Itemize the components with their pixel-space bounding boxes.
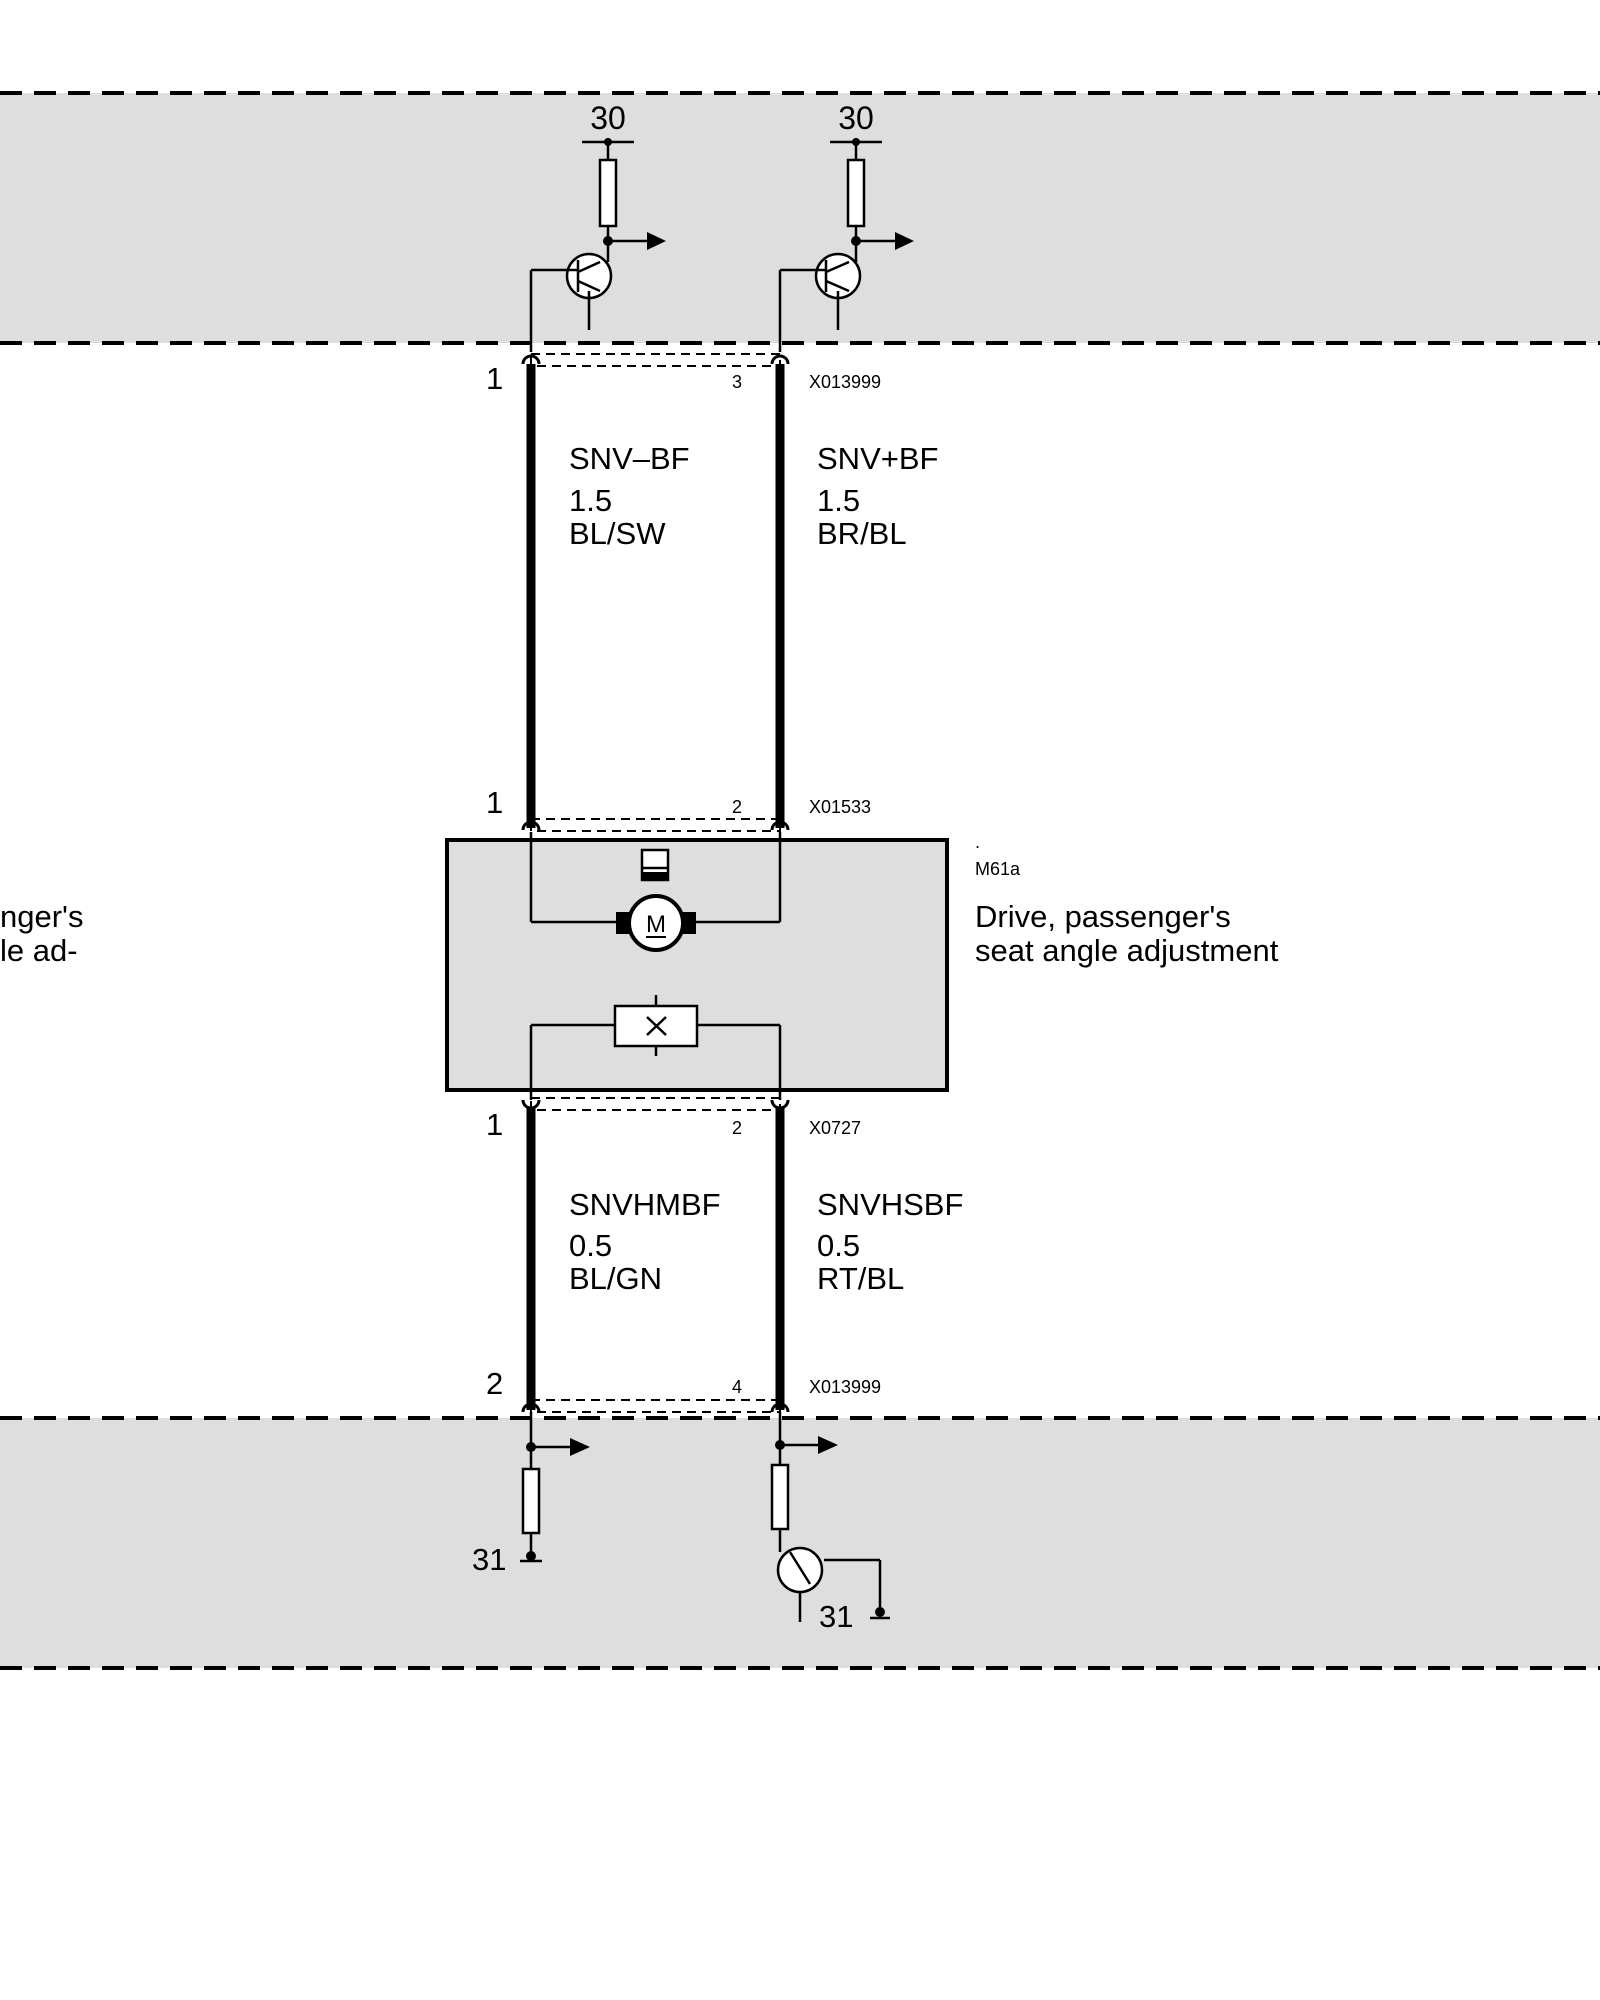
connector-bot-pin-right: 4 (732, 1377, 742, 1397)
terminal-30-right: 30 (838, 100, 874, 136)
connector-mid-pin-left: 1 (486, 785, 503, 820)
bottom-right-input-stage (770, 1412, 890, 1622)
wire-bot-right-signal: SNVHSBF (817, 1187, 963, 1222)
left-edge-text-line1: nger's (0, 899, 83, 934)
terminal-30-left: 30 (590, 100, 626, 136)
connector-mid-id: X01533 (809, 797, 871, 817)
connector-low-pin-left: 1 (486, 1107, 503, 1142)
input-arrow-icon (818, 1436, 838, 1454)
seat-angle-drive-component: M (445, 832, 949, 1100)
bottom-left-input-stage (520, 1412, 570, 1563)
wire-bot-left-gauge: 0.5 (569, 1228, 612, 1263)
connector-low (521, 1097, 790, 1111)
wire-top-right-signal: SNV+BF (817, 441, 938, 476)
wire-bot-left-signal: SNVHMBF (569, 1187, 721, 1222)
bottom-control-zone (0, 1416, 1600, 1670)
connector-mid (521, 818, 790, 832)
motor-icon (627, 894, 685, 952)
wire-top-left-color: BL/SW (569, 516, 666, 551)
sensor-icon (640, 848, 670, 882)
top-right-output-stage (778, 140, 896, 352)
motor-symbol: M (646, 911, 666, 938)
wire-top-right-color: BR/BL (817, 516, 907, 551)
wire-bot-right-color: RT/BL (817, 1261, 904, 1296)
output-arrow-icon (647, 232, 666, 250)
top-left-output-stage (529, 140, 648, 352)
wire-bot-left-color: BL/GN (569, 1261, 662, 1296)
terminal-31-right: 31 (819, 1599, 853, 1634)
top-control-zone (0, 91, 1600, 345)
wire-top-right-gauge: 1.5 (817, 483, 860, 518)
connector-mid-pin-right: 2 (732, 797, 742, 817)
connector-low-pin-right: 2 (732, 1118, 742, 1138)
connector-top (521, 353, 790, 367)
component-description-line2: seat angle adjustment (975, 933, 1279, 968)
input-arrow-icon (570, 1438, 590, 1456)
wire-top-left-gauge: 1.5 (569, 483, 612, 518)
connector-top-pin-left: 1 (486, 361, 503, 396)
output-arrow-icon (895, 232, 914, 250)
connector-bot (521, 1399, 790, 1413)
component-description-line1: Drive, passenger's (975, 899, 1231, 934)
wire-bot-right-gauge: 0.5 (817, 1228, 860, 1263)
connector-bot-id: X013999 (809, 1377, 881, 1397)
connector-top-pin-right: 3 (732, 372, 742, 392)
connector-bot-pin-left: 2 (486, 1366, 503, 1401)
component-dot: . (975, 832, 980, 852)
left-edge-text-line2: le ad- (0, 933, 78, 968)
terminal-31-left: 31 (472, 1542, 506, 1577)
component-id: M61a (975, 859, 1021, 879)
connector-top-id: X013999 (809, 372, 881, 392)
connector-low-id: X0727 (809, 1118, 861, 1138)
wire-top-left-signal: SNV–BF (569, 441, 690, 476)
